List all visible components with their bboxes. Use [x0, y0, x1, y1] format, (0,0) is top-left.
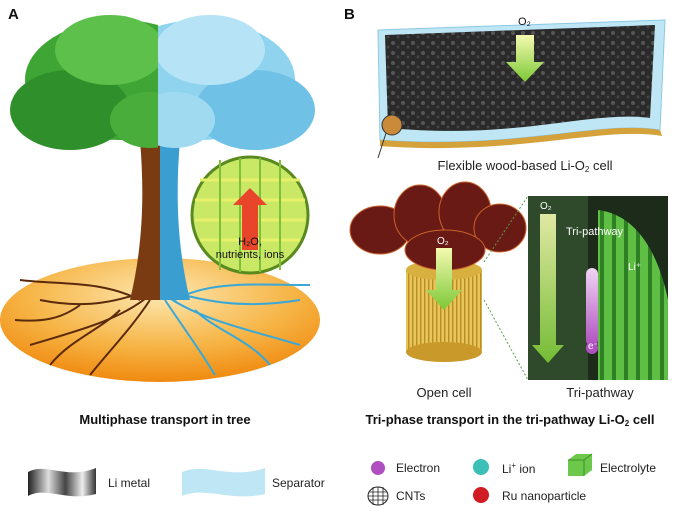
ru-swatch	[473, 487, 489, 503]
separator-label: Separator	[272, 476, 325, 490]
panel-b-caption-pre: Tri-phase transport in the tri-pathway L…	[365, 412, 625, 427]
tri-pathway-closeup	[528, 196, 668, 380]
panel-a-letter: A	[8, 6, 19, 23]
zoom-lines	[483, 195, 529, 381]
tri-li-label: Li⁺	[628, 262, 642, 273]
flexible-cell-caption-sub: 2	[584, 165, 590, 174]
top-o2-label: O₂	[518, 16, 531, 28]
li-ion-label-base: Li	[502, 462, 512, 476]
callout-line-2: nutrients, ions	[215, 249, 285, 261]
li-ion-label: Li+ ion	[502, 461, 535, 476]
cnts-label: CNTs	[396, 489, 426, 503]
soil-area	[0, 258, 320, 382]
canopy-blue	[158, 15, 315, 150]
li-ion-label-post: ion	[516, 462, 536, 476]
open-cell-label: Open cell	[416, 385, 472, 400]
xylem-callout	[190, 155, 310, 275]
callout-text: H₂O, nutrients, ions	[205, 236, 295, 262]
o2-arrow-top	[506, 35, 544, 82]
separator-swatch	[182, 468, 265, 497]
o2-arrow-open	[426, 248, 462, 310]
electron-swatch	[371, 461, 385, 475]
transport-arrow	[233, 188, 267, 250]
electron-label: Electron	[396, 461, 441, 475]
panel-b-caption-sub: 2	[624, 419, 630, 428]
open-cell-o2-label: O₂	[437, 236, 449, 247]
tri-e-label: e⁻	[588, 341, 599, 352]
cell-corner-lens	[381, 114, 403, 136]
li-metal-swatch	[28, 468, 96, 497]
canopy-green	[10, 15, 158, 150]
flexible-cell-caption: Flexible wood-based Li-O2 cell	[380, 158, 670, 174]
electron-path	[586, 268, 598, 346]
o2-arrow-tri	[532, 214, 564, 363]
li-metal-label: Li metal	[108, 476, 151, 490]
flexible-cell-caption-pre: Flexible wood-based Li-O	[437, 158, 585, 173]
li-ion-label-sup: +	[511, 461, 517, 470]
panel-b-caption-post: cell	[629, 412, 655, 427]
flexible-cell-caption-post: cell	[589, 158, 613, 173]
li-ion-swatch	[473, 459, 489, 475]
tri-o2-label: O₂	[540, 201, 552, 212]
open-cell	[349, 181, 527, 362]
tree-illustration	[0, 15, 320, 382]
electrolyte-label: Electrolyte	[600, 461, 657, 475]
ru-label: Ru nanoparticle	[502, 489, 587, 503]
callout-line-1: H₂O,	[238, 236, 262, 248]
electrolyte-swatch	[568, 453, 593, 476]
tri-pathway-label: Tri-pathway	[566, 385, 634, 400]
flexible-cell	[377, 19, 666, 159]
panel-b-letter: B	[344, 6, 355, 23]
trunk-brown	[130, 140, 160, 300]
panel-a-caption: Multiphase transport in tree	[79, 412, 251, 427]
cnts-swatch	[367, 486, 389, 506]
petals	[349, 181, 527, 271]
tri-pathway-heading: Tri-pathway	[566, 226, 624, 238]
trunk-blue	[160, 140, 190, 300]
cell-illustrations	[349, 19, 668, 381]
panel-b-caption: Tri-phase transport in the tri-pathway L…	[340, 412, 680, 428]
